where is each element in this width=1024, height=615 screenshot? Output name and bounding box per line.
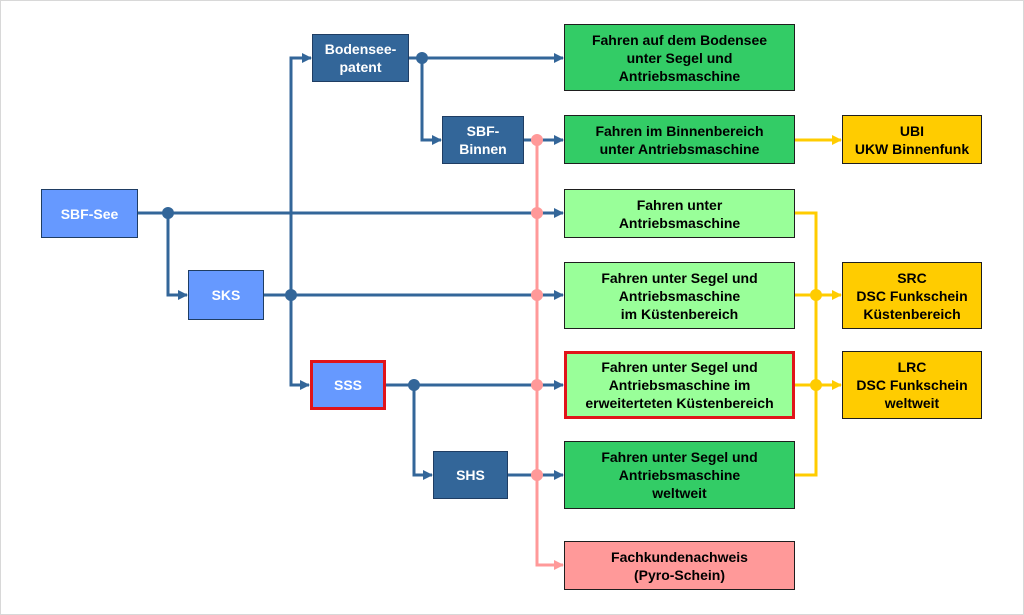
bodenseepatent-box: Bodensee- patent xyxy=(312,34,409,82)
bodensee-to-binnen-line xyxy=(420,58,442,145)
lrc-box: LRC DSC Funkschein weltweit xyxy=(842,351,982,419)
bodensee-outcome-box: Fahren auf dem Bodensee unter Segel und … xyxy=(564,24,795,91)
sks-to-sss-line xyxy=(289,295,310,390)
erweitert-outcome-box: Fahren unter Segel und Antriebsmaschine … xyxy=(564,351,795,419)
pyro-junction-dots xyxy=(531,134,543,481)
sbf-see-box: SBF-See xyxy=(41,189,138,238)
pyro-outcome-box: Fachkundenachweis (Pyro-Schein) xyxy=(564,541,795,590)
pyro-connectors xyxy=(535,140,564,570)
sks-to-bodensee-line xyxy=(289,53,312,295)
sss-to-shs-line xyxy=(412,385,433,480)
radio-bus-line xyxy=(795,211,818,477)
sss-box: SSS xyxy=(310,360,386,410)
radio-junction-dots xyxy=(810,289,822,391)
sbf-binnen-box: SBF- Binnen xyxy=(442,116,524,164)
pyro-bus-line xyxy=(535,140,564,570)
sbfsee-to-sks-line xyxy=(166,213,188,300)
shs-box: SHS xyxy=(433,451,508,499)
sks-box: SKS xyxy=(188,270,264,320)
binnen-outcome-box: Fahren im Binnenbereich unter Antriebsma… xyxy=(564,115,795,164)
kuesten-outcome-box: Fahren unter Segel und Antriebsmaschine … xyxy=(564,262,795,329)
weltweit-outcome-box: Fahren unter Segel und Antriebsmaschine … xyxy=(564,441,795,509)
antrieb-outcome-box: Fahren unter Antriebsmaschine xyxy=(564,189,795,238)
ubi-box: UBI UKW Binnenfunk xyxy=(842,115,982,164)
radio-connectors xyxy=(795,135,842,477)
license-junction-dots xyxy=(162,52,428,391)
src-box: SRC DSC Funkschein Küstenbereich xyxy=(842,262,982,329)
